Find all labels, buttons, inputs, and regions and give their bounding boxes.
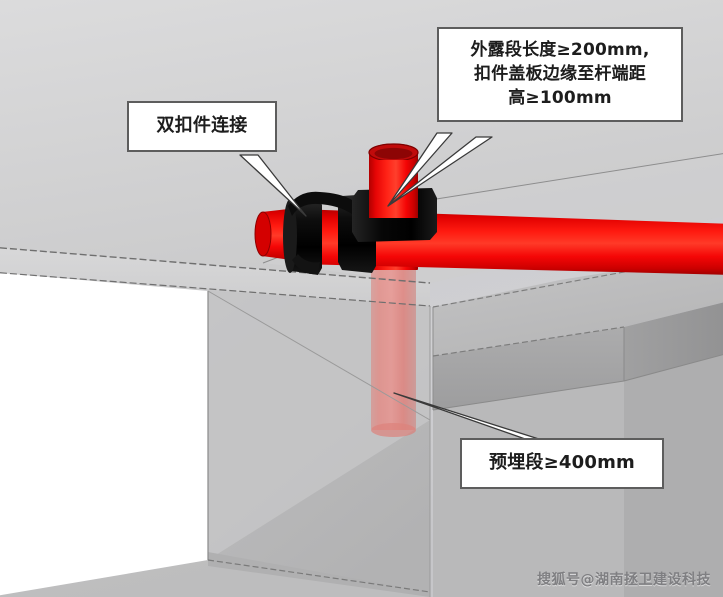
beam-end-face: [624, 302, 723, 381]
embedded-post-section: [371, 256, 416, 437]
slab-void-left: [0, 272, 208, 596]
double-fastener-line-1: 双扣件连接: [156, 115, 248, 136]
coupler-nub-bottom: [292, 254, 320, 275]
beam-front-bottom-line: [432, 380, 625, 411]
beam-end-bottom-line: [623, 354, 723, 382]
exposed-length-callout: 外露段长度≥200mm, 扣件盖板边缘至杆端距 高≥100mm: [437, 27, 683, 123]
exposed-length-line-3: 高≥100mm: [508, 88, 612, 109]
slab-corner-diagonal: [207, 290, 431, 421]
embedded-length-callout: 预埋段≥400mm: [460, 438, 664, 489]
slab-top-join-line-b: [429, 153, 723, 201]
coupler-strap-top: [288, 191, 352, 216]
embedded-length-line-1: 预埋段≥400mm: [489, 452, 635, 473]
slab-top-edge-line: [0, 247, 431, 284]
watermark: 搜狐号@湖南拯卫建设科技: [537, 572, 711, 588]
leader-double-fastener: [239, 154, 307, 217]
beam-top-surface: [433, 253, 723, 356]
beam-lower-slab-shade: [624, 354, 723, 597]
slab-corner-bottom-line: [207, 559, 431, 593]
beam-top-front-line: [432, 326, 625, 357]
exposed-length-line-1: 外露段长度≥200mm,: [470, 40, 650, 60]
double-fastener-callout: 双扣件连接: [127, 101, 277, 152]
slab-top-chamfer: [0, 247, 430, 306]
slab-chamfer-line: [0, 272, 431, 307]
exposed-length-line-2: 扣件盖板边缘至杆端距: [474, 64, 646, 85]
concrete-upstand-beam: [433, 253, 723, 597]
beam-front-face: [433, 327, 624, 410]
leader-exposed-length-b: [387, 132, 453, 207]
slab-bottom-edge: [208, 552, 430, 597]
leader-exposed-length: [387, 136, 493, 207]
